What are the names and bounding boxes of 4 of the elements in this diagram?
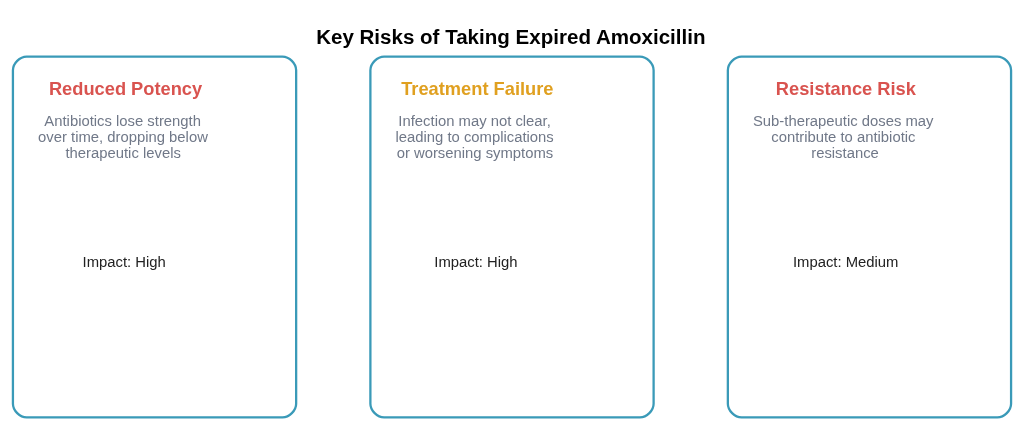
node-box: Resistance Risk Sub-therapeutic doses may contribute to antibiotic resistance Impact: Medium xyxy=(726,54,1013,419)
diagram-title: Key Risks of Taking Expired Amoxicillin xyxy=(316,24,706,48)
node-box: Reduced Potency Antibiotics lose strength over time, dropping below therapeutic levels Impact: High xyxy=(11,54,298,419)
node-box: Treatment Failure Infection may not clear, leading to complications or worsening symptoms Impact: High xyxy=(369,54,655,419)
